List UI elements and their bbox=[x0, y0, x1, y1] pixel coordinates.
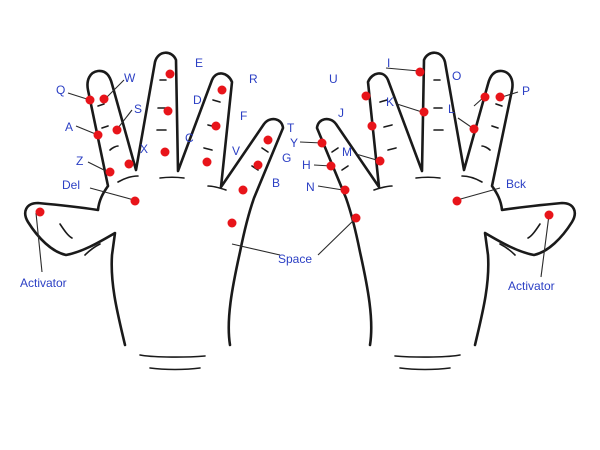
dot-t bbox=[263, 135, 273, 145]
label-del: Del bbox=[62, 178, 80, 192]
label-n: N bbox=[306, 180, 315, 194]
dot-o bbox=[480, 92, 490, 102]
dot-activator-right bbox=[544, 210, 554, 220]
label-b: B bbox=[272, 176, 280, 190]
label-d: D bbox=[193, 93, 202, 107]
label-bck: Bck bbox=[506, 177, 527, 191]
dot-space-right bbox=[351, 213, 361, 223]
right-hand bbox=[315, 51, 576, 371]
left-hand-labels: Q W A S Z X C E D R F V T G B Del Space … bbox=[20, 56, 312, 290]
label-o: O bbox=[452, 69, 461, 83]
label-v: V bbox=[232, 144, 240, 158]
label-i: I bbox=[387, 56, 390, 70]
label-q: Q bbox=[56, 83, 65, 97]
label-g: G bbox=[282, 151, 291, 165]
dot-h bbox=[326, 161, 336, 171]
label-w: W bbox=[124, 71, 136, 85]
label-a: A bbox=[65, 120, 73, 134]
left-finger-creases bbox=[59, 79, 269, 371]
dot-m bbox=[375, 156, 385, 166]
label-f: F bbox=[240, 109, 247, 123]
label-z: Z bbox=[76, 154, 83, 168]
label-activator-left: Activator bbox=[20, 276, 67, 290]
dot-u bbox=[361, 91, 371, 101]
dot-w bbox=[99, 94, 109, 104]
right-finger-creases bbox=[331, 79, 541, 371]
label-space: Space bbox=[278, 252, 312, 266]
dot-v bbox=[202, 157, 212, 167]
dot-f bbox=[211, 121, 221, 131]
left-hand bbox=[24, 51, 285, 371]
dot-e bbox=[165, 69, 175, 79]
label-e: E bbox=[195, 56, 203, 70]
dot-bck bbox=[452, 196, 462, 206]
label-activator-right: Activator bbox=[508, 279, 555, 293]
dot-c bbox=[160, 147, 170, 157]
label-k: K bbox=[386, 95, 394, 109]
dot-q bbox=[85, 95, 95, 105]
label-m: M bbox=[342, 145, 352, 159]
leader-lines bbox=[35, 67, 550, 278]
label-s: S bbox=[134, 102, 142, 116]
dot-activator-left bbox=[35, 207, 45, 217]
dot-d bbox=[163, 106, 173, 116]
dot-p bbox=[495, 92, 505, 102]
dot-l bbox=[469, 124, 479, 134]
label-l: L bbox=[448, 102, 455, 116]
right-hand-labels: Y H N U J M I K O L P Bck Activator bbox=[290, 56, 555, 293]
dot-y bbox=[317, 138, 327, 148]
dot-r bbox=[217, 85, 227, 95]
label-t: T bbox=[287, 121, 295, 135]
label-u: U bbox=[329, 72, 338, 86]
right-hand-outline bbox=[315, 51, 576, 347]
label-x: X bbox=[140, 142, 148, 156]
dot-j bbox=[367, 121, 377, 131]
left-hand-outline bbox=[24, 51, 285, 347]
dot-n bbox=[340, 185, 350, 195]
dot-a bbox=[93, 130, 103, 140]
dot-space-left bbox=[227, 218, 237, 228]
label-p: P bbox=[522, 84, 530, 98]
label-r: R bbox=[249, 72, 258, 86]
key-dots bbox=[35, 67, 554, 228]
dot-b bbox=[238, 185, 248, 195]
dot-s bbox=[112, 125, 122, 135]
dot-z bbox=[105, 167, 115, 177]
label-c: C bbox=[185, 131, 194, 145]
label-y: Y bbox=[290, 136, 298, 150]
dot-del bbox=[130, 196, 140, 206]
label-h: H bbox=[302, 158, 311, 172]
dot-i bbox=[415, 67, 425, 77]
dot-x bbox=[124, 159, 134, 169]
dot-k bbox=[419, 107, 429, 117]
dot-g bbox=[253, 160, 263, 170]
label-j: J bbox=[338, 106, 344, 120]
